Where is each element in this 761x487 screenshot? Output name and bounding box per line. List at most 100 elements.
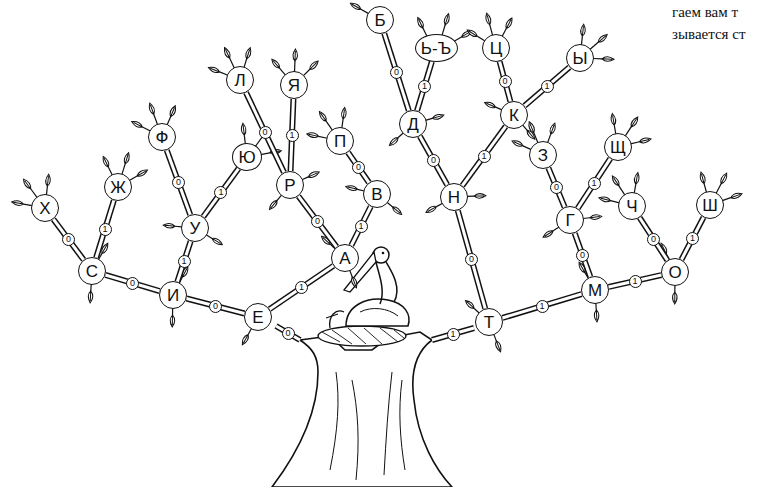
- leaf: [542, 229, 555, 239]
- branch-digit: 0: [126, 277, 139, 290]
- digit: 0: [651, 235, 656, 244]
- digit: 0: [66, 235, 71, 244]
- branch-outline: [351, 207, 370, 246]
- leaf: [345, 184, 358, 191]
- digit: 0: [431, 156, 436, 165]
- leaf: [511, 139, 524, 148]
- letter-circle: Ю: [232, 143, 262, 171]
- leaf: [594, 310, 599, 322]
- branch-digit: 0: [576, 249, 589, 262]
- branch-outline: [640, 218, 668, 261]
- branch-fill: [270, 266, 334, 309]
- branch: [298, 196, 336, 247]
- branch-outline: [681, 217, 703, 259]
- leaf: [388, 136, 400, 147]
- leaf: [131, 120, 144, 129]
- branch-outline: [502, 294, 581, 318]
- leaf: [170, 315, 175, 327]
- letter-circle: Ь-Ъ: [415, 34, 458, 62]
- branch: [203, 169, 238, 217]
- letter-circle: Ч: [618, 192, 646, 220]
- twig: [722, 198, 730, 201]
- leaf: [699, 172, 707, 185]
- letter: Ю: [238, 149, 255, 166]
- branch-outline: [384, 33, 409, 110]
- branch: [640, 218, 668, 261]
- digit: 1: [544, 82, 549, 91]
- branch-digit: 1: [286, 129, 299, 142]
- branch: [417, 62, 432, 111]
- digit: 1: [690, 234, 695, 243]
- letter: Е: [252, 309, 263, 326]
- branch-fill: [548, 168, 564, 207]
- leaf: [730, 192, 743, 200]
- branch-fill: [351, 207, 370, 246]
- branch-digit: 1: [355, 220, 368, 233]
- leaf: [719, 172, 729, 185]
- letter-circle: Я: [280, 71, 308, 99]
- digit: 0: [502, 77, 507, 86]
- leaf: [208, 65, 221, 74]
- twig: [90, 284, 92, 291]
- leaf: [349, 1, 362, 11]
- branch-fill: [575, 233, 591, 277]
- branch: [105, 275, 159, 291]
- leaf: [602, 57, 614, 62]
- leaf: [240, 333, 250, 346]
- branch-digit: 1: [588, 177, 601, 190]
- branch-digit: 0: [172, 176, 185, 189]
- branch-digit: 1: [178, 255, 191, 268]
- letter: С: [86, 263, 98, 280]
- digit: 0: [262, 128, 267, 137]
- branch-outline: [203, 169, 238, 217]
- letter-circle: У: [181, 214, 209, 242]
- letter: И: [167, 287, 179, 304]
- twig: [494, 334, 497, 341]
- leaf: [610, 113, 616, 126]
- leaf: [11, 200, 24, 207]
- branch-outline: [270, 266, 334, 309]
- leaf: [101, 155, 110, 168]
- letter-circle: Н: [440, 183, 468, 211]
- branch-digit: 1: [536, 300, 549, 313]
- leaf: [88, 291, 93, 303]
- digit: 0: [213, 302, 218, 311]
- digit: 1: [450, 330, 455, 339]
- twig: [595, 303, 597, 310]
- letter: Ч: [626, 198, 637, 215]
- branch: [609, 275, 662, 287]
- branch-digit: 0: [62, 233, 75, 246]
- letter: Л: [234, 72, 245, 89]
- letter-circle: Р: [276, 171, 304, 199]
- branch-fill: [640, 218, 668, 261]
- leaf: [494, 340, 503, 353]
- branch: [575, 233, 591, 277]
- twig: [522, 125, 527, 130]
- leaf: [597, 33, 609, 44]
- branch-digit: 0: [550, 181, 563, 194]
- branch-digit: 1: [686, 232, 699, 245]
- letter-circle: Ы: [566, 44, 594, 72]
- twig: [467, 196, 474, 198]
- letter: Ь-Ъ: [421, 40, 451, 57]
- letter: Т: [484, 314, 494, 331]
- leaf: [474, 193, 486, 198]
- letter-circle: Д: [399, 110, 427, 138]
- branch-outline: [177, 241, 190, 281]
- twig: [172, 308, 173, 315]
- leaf: [244, 47, 252, 60]
- letter: Я: [288, 77, 300, 94]
- cropped-text: зывается ст: [672, 26, 745, 42]
- letter: Г: [565, 212, 574, 229]
- leaf: [169, 105, 178, 118]
- branch: [420, 136, 447, 185]
- leaf: [222, 47, 231, 60]
- letter-circle: Ф: [148, 123, 176, 151]
- branch-digit: 1: [418, 80, 431, 93]
- leaf: [211, 236, 224, 246]
- leaf: [598, 196, 611, 203]
- letter: О: [668, 264, 681, 281]
- leaf: [527, 121, 536, 134]
- letter: Ш: [702, 197, 718, 214]
- digit: 1: [481, 152, 486, 161]
